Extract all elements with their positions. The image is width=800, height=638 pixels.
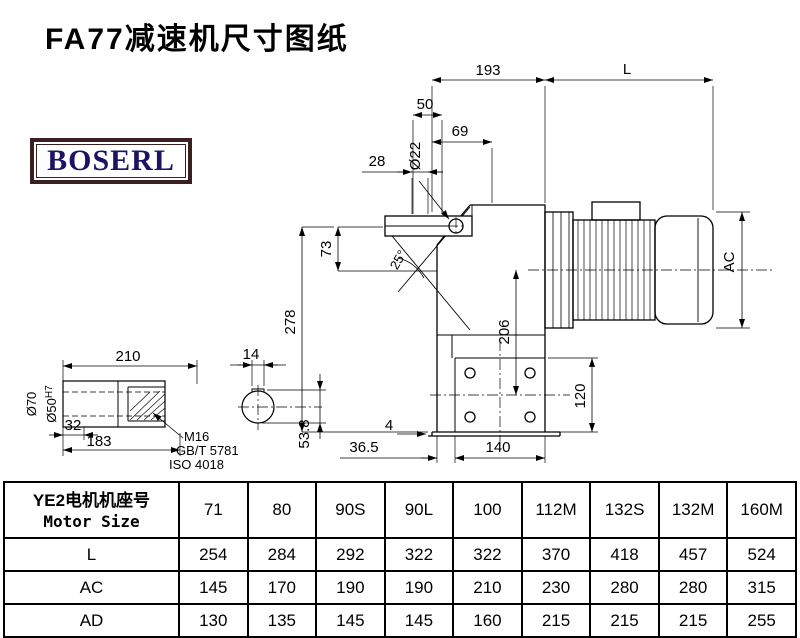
dim-69: 69 <box>452 123 469 140</box>
motor-terminal-box <box>591 201 641 221</box>
table-cell: 190 <box>383 570 455 605</box>
dim-53-8: 53.8 <box>296 419 313 448</box>
shaft-hatch <box>129 390 166 421</box>
motor-size-label-cn: YE2电机机座号 <box>32 490 151 510</box>
table-cell: 280 <box>589 570 660 605</box>
dim-193: 193 <box>475 62 500 79</box>
table-cell: 130 <box>178 603 249 638</box>
dim-210: 210 <box>115 348 140 365</box>
bolt-hole <box>524 411 536 423</box>
table-cell: 90L <box>383 481 455 539</box>
dimension-labels: 193 L 50 69 28 Ø22 25° 73 278 206 AC 120… <box>24 61 738 472</box>
motor-size-label-en: Motor Size <box>43 512 140 532</box>
table-cell: 80 <box>246 481 318 539</box>
table-cell: 210 <box>452 570 523 605</box>
motor-dimension-table: YE2电机机座号 Motor Size 71 80 90S 90L 100 11… <box>3 481 797 638</box>
label-gb-standard: GB/T 5781 <box>176 443 239 458</box>
table-cell: 90S <box>315 481 386 539</box>
table-cell: 284 <box>246 537 318 572</box>
m16-leader <box>152 412 184 439</box>
table-cell: 315 <box>726 570 797 605</box>
table-cell: 132S <box>589 481 660 539</box>
table-cell: 255 <box>726 603 797 638</box>
table-cell: 160M <box>726 481 797 539</box>
bolt-hole <box>524 367 536 379</box>
boserl-logo-text: BOSERL <box>47 144 175 177</box>
table-cell: 145 <box>383 603 455 638</box>
dim-4: 4 <box>385 417 393 434</box>
dim-AC: AC <box>721 251 738 272</box>
dim-206: 206 <box>496 319 513 344</box>
table-row-L: L 254 284 292 322 322 370 418 457 524 <box>3 537 797 572</box>
table-cell: 292 <box>315 537 386 572</box>
table-cell: 215 <box>657 603 729 638</box>
table-row-AD: AD 130 135 145 145 160 215 215 215 255 <box>3 603 797 638</box>
dim-140: 140 <box>485 439 510 456</box>
dimension-lines <box>49 77 745 461</box>
angle-arc <box>397 257 425 279</box>
table-cell: 71 <box>178 481 249 539</box>
shaft-hidden-lines <box>63 391 165 417</box>
dim-36-5: 36.5 <box>349 439 378 456</box>
table-cell: 457 <box>657 537 729 572</box>
dim-50: 50 <box>417 96 434 113</box>
technical-drawing: 193 L 50 69 28 Ø22 25° 73 278 206 AC 120… <box>24 61 772 472</box>
table-cell: 190 <box>315 570 386 605</box>
dia22-leader <box>418 180 450 220</box>
dim-14: 14 <box>243 346 260 363</box>
dim-25deg: 25° <box>387 247 410 272</box>
bolt-hole <box>464 367 476 379</box>
table-cell: 132M <box>657 481 729 539</box>
motor-size-header: YE2电机机座号 Motor Size <box>3 481 180 539</box>
label-iso-standard: ISO 4018 <box>169 457 224 472</box>
dim-183: 183 <box>86 433 111 450</box>
dim-120: 120 <box>572 383 589 408</box>
label-m16: M16 <box>184 429 209 444</box>
page-title: FA77减速机尺寸图纸 <box>45 23 349 56</box>
table-cell: 100 <box>452 481 523 539</box>
table-cell: 215 <box>589 603 660 638</box>
bracket-inner <box>385 205 473 227</box>
dim-dia50h7: Ø50H7 <box>44 385 59 423</box>
shaft-outline <box>62 380 166 428</box>
row-label: AC <box>3 570 180 605</box>
dim-278: 278 <box>282 309 299 334</box>
shaft-inner-lines <box>117 381 165 427</box>
table-cell: 322 <box>383 537 455 572</box>
table-cell: 145 <box>315 603 386 638</box>
housing-inner-lines <box>437 334 545 432</box>
row-label: AD <box>3 603 180 638</box>
dim-dia22: Ø22 <box>407 142 424 170</box>
table-cell: 230 <box>520 570 592 605</box>
table-row-AC: AC 145 170 190 190 210 230 280 280 315 <box>3 570 797 605</box>
table-cell: 215 <box>520 603 592 638</box>
table-cell: 160 <box>452 603 523 638</box>
table-cell: 254 <box>178 537 249 572</box>
dim-dia70: Ø70 <box>24 392 39 417</box>
dim-32: 32 <box>65 417 82 434</box>
table-header-row: YE2电机机座号 Motor Size 71 80 90S 90L 100 11… <box>3 481 797 539</box>
table-cell: 135 <box>246 603 318 638</box>
table-cell: 170 <box>246 570 318 605</box>
dim-L: L <box>623 61 631 78</box>
dim-73: 73 <box>318 241 335 258</box>
row-label: L <box>3 537 180 572</box>
table-cell: 370 <box>520 537 592 572</box>
centerlines <box>238 217 772 448</box>
table-cell: 112M <box>520 481 592 539</box>
table-cell: 418 <box>589 537 660 572</box>
shaft-detail-view <box>62 380 166 428</box>
table-cell: 280 <box>657 570 729 605</box>
dim-28: 28 <box>369 153 386 170</box>
extension-lines <box>62 86 750 463</box>
table-cell: 145 <box>178 570 249 605</box>
boserl-logo-frame: BOSERL <box>36 144 186 178</box>
bolt-hole <box>464 411 476 423</box>
table-cell: 524 <box>726 537 797 572</box>
table-cell: 322 <box>452 537 523 572</box>
gearbox-main-view <box>384 201 714 437</box>
housing-outline <box>428 204 561 437</box>
boserl-logo: BOSERL <box>30 138 192 184</box>
